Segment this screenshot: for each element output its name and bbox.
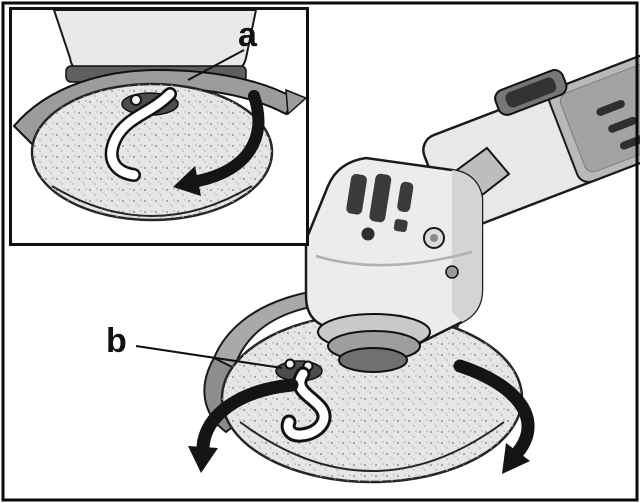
head-vent-slots: [346, 173, 414, 233]
disc-rim: [239, 421, 505, 472]
inset-grinding-disc: [30, 82, 274, 222]
inset-gear-head: [52, 10, 258, 73]
arrowhead: [502, 443, 530, 474]
inset-drawing: [12, 10, 306, 222]
clamping-assembly: [275, 358, 332, 443]
head-bolt: [361, 227, 375, 241]
gear-head-side-facet: [452, 170, 482, 322]
label-a-leader: [187, 49, 245, 81]
head-screw: [445, 265, 459, 279]
label-a: a: [238, 16, 258, 54]
inset-release-arrow: [173, 90, 265, 196]
inset-disc-rim: [51, 185, 253, 217]
inset-clamping-lever: [107, 89, 175, 180]
inset-disc-texture: [32, 84, 272, 220]
swing-arrow-left: [188, 378, 299, 473]
arrowhead: [188, 446, 218, 473]
spindle-collar: [317, 313, 431, 373]
rear-handle-panel: [559, 63, 640, 173]
arrowhead: [173, 166, 201, 196]
power-switch-slider: [505, 77, 557, 108]
gear-head: [304, 156, 484, 357]
inset-detail-view: a: [9, 7, 309, 246]
inset-clamp-claw: [130, 94, 142, 106]
clamping-lever: [283, 369, 329, 440]
label-b-leader: [135, 345, 283, 369]
vent-slots: [596, 99, 640, 150]
label-b: b: [106, 322, 127, 360]
main-view: b: [106, 53, 640, 484]
swing-arrow-right: [453, 359, 535, 474]
inset-guard-tab: [285, 88, 306, 116]
clamp-claw: [284, 358, 296, 370]
head-parting-line: [315, 250, 473, 267]
